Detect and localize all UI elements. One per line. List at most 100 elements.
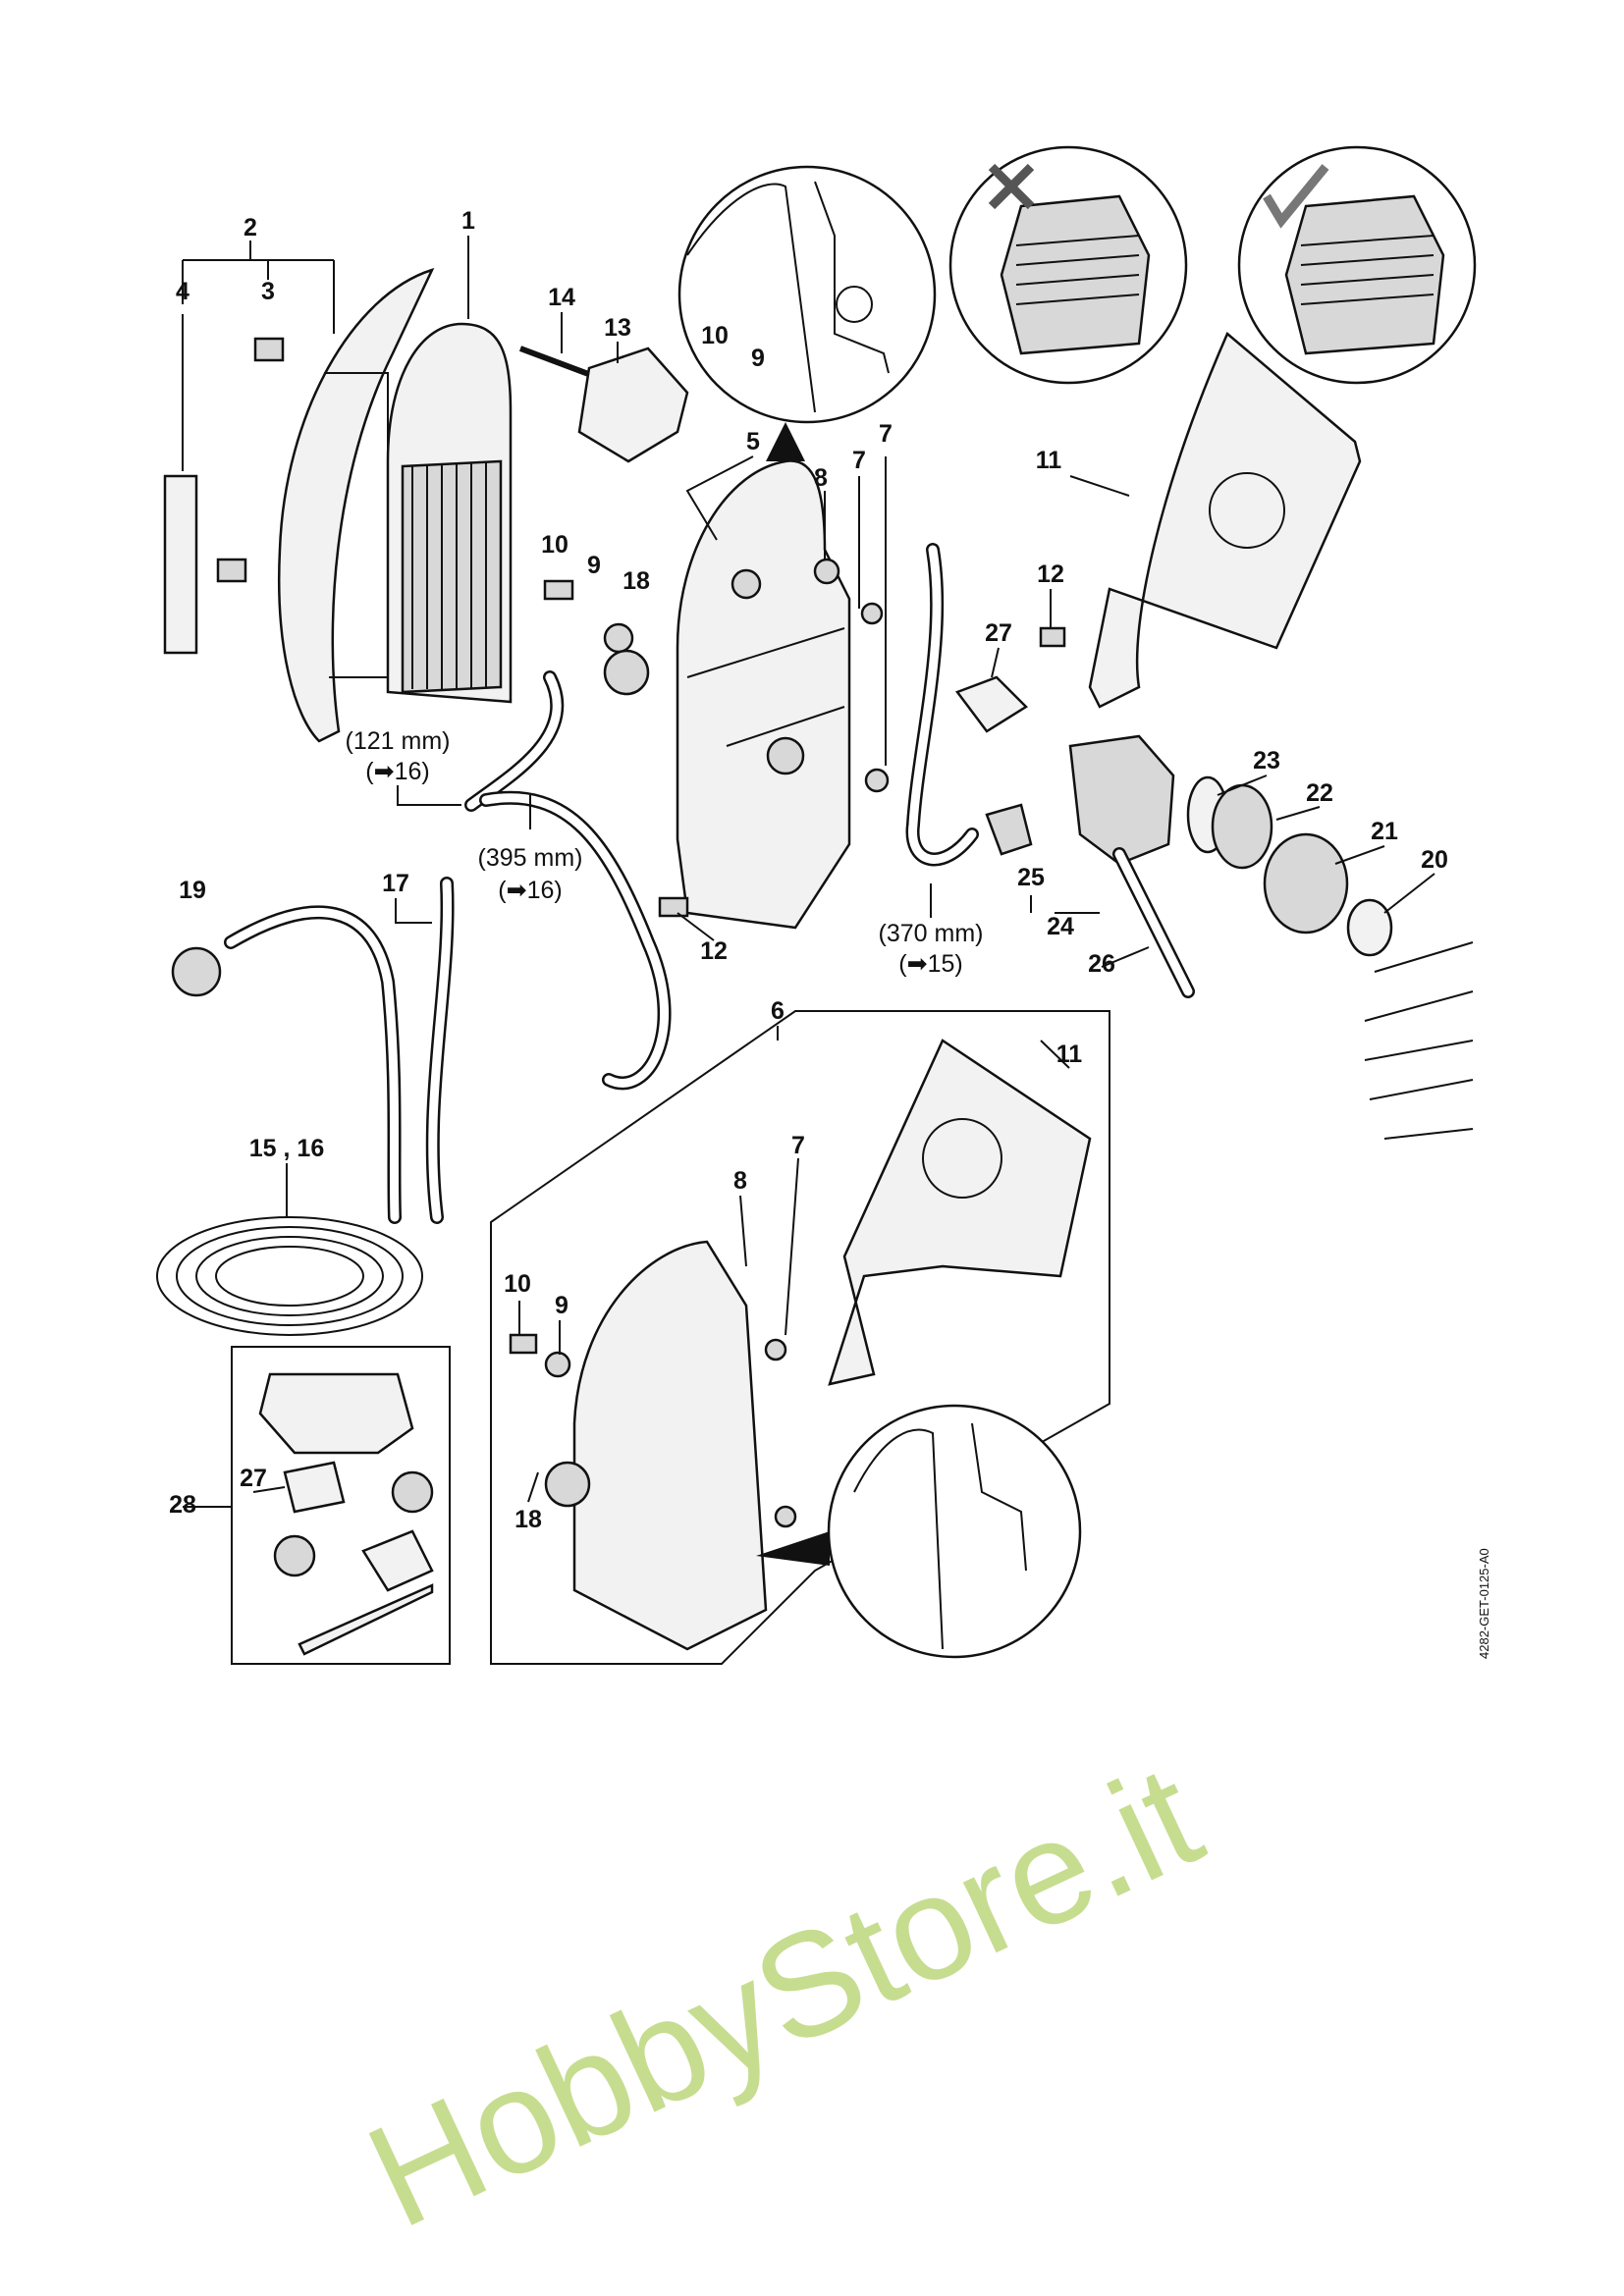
callout-7: 7 [791, 1132, 805, 1159]
screw-10 [543, 579, 574, 601]
watermark: HobbyStore.it [345, 1733, 1223, 2259]
screw-3b [216, 558, 247, 583]
callout-28: 28 [169, 1491, 196, 1519]
callout-23: 23 [1253, 747, 1280, 774]
callout-15-16: 15 , 16 [249, 1135, 324, 1162]
sleeve-7 [860, 602, 884, 625]
tool-strip [298, 1583, 434, 1656]
grommet-9b [544, 1351, 571, 1378]
flange-22 [1211, 783, 1273, 870]
hose-coil [156, 1216, 423, 1336]
gasket-set-cover [258, 1372, 414, 1455]
purge-pump-18b [544, 1461, 591, 1508]
gasket-27 [954, 675, 1028, 733]
drawing-code: 4282-GET-0125-A0 [1477, 1548, 1491, 1659]
callout-4: 4 [176, 278, 189, 305]
callout-12: 12 [700, 937, 728, 965]
callout-12: 12 [1037, 561, 1064, 588]
callout-18: 18 [623, 567, 650, 595]
carburetor-box-b [572, 1240, 768, 1651]
detail-circle-bottom [756, 1404, 1082, 1659]
screw-12b [1039, 626, 1066, 648]
callout-7: 7 [879, 420, 893, 448]
callout-20: 20 [1421, 846, 1448, 874]
hose-395 [481, 793, 669, 1088]
screw-14 [518, 346, 601, 381]
hose-17a [226, 908, 400, 1222]
gasket-flange [361, 1529, 434, 1592]
hose-121-ref: (➡16) [365, 758, 429, 785]
screw-10b [509, 1333, 538, 1355]
seal-ring [391, 1470, 434, 1514]
hose-121-length: (121 mm) [346, 727, 451, 755]
callout-6: 6 [771, 997, 785, 1025]
callout-8: 8 [733, 1167, 747, 1195]
purge-pump-19 [171, 946, 222, 997]
shroud-11b [828, 1039, 1092, 1386]
correct-check-icon [1263, 164, 1329, 229]
callout-27: 27 [240, 1465, 267, 1492]
lever-25 [985, 803, 1033, 856]
sleeve-7b [864, 768, 890, 793]
carburetor [1068, 734, 1175, 866]
hose-26 [1114, 849, 1193, 996]
callout-14: 14 [548, 284, 575, 311]
callout-27: 27 [985, 619, 1012, 647]
manifold-21 [1263, 832, 1349, 934]
callout-3: 3 [261, 278, 275, 305]
grommet-9 [603, 622, 634, 654]
detail-circle-correct [1237, 145, 1477, 385]
wrong-x-icon [988, 163, 1035, 210]
purge-pump-18 [603, 649, 650, 696]
hose-370-length: (370 mm) [879, 920, 984, 947]
callout-2: 2 [244, 214, 257, 241]
callout-18: 18 [514, 1506, 542, 1533]
screw-3 [253, 337, 285, 362]
callout-21: 21 [1371, 818, 1398, 845]
hose-370 [908, 545, 977, 864]
hose-17b [428, 879, 453, 1222]
nut-8 [813, 558, 840, 585]
gasket-set-box [231, 1346, 451, 1665]
hose-395-ref: (➡16) [498, 877, 562, 904]
callout-10: 10 [541, 531, 568, 559]
callout-26: 26 [1088, 950, 1115, 978]
callout-labels: 1 2 3 4 5 6 7 7 7 8 8 9 9 9 10 10 10 11 … [169, 207, 1491, 1659]
carburetor-box [676, 459, 851, 930]
callout-25: 25 [1017, 864, 1045, 891]
clamp-20 [1346, 898, 1393, 957]
sleeve-7c [764, 1338, 787, 1362]
callout-9: 9 [587, 552, 601, 579]
hose-395-length: (395 mm) [478, 844, 583, 872]
callout-13: 13 [604, 314, 631, 342]
callout-10: 10 [701, 322, 729, 349]
callout-11: 11 [1056, 1041, 1083, 1068]
air-filter-cover [163, 267, 435, 743]
callout-1: 1 [461, 207, 475, 235]
callout-11: 11 [1036, 447, 1062, 474]
label-sticker-4 [163, 474, 198, 655]
air-filter [386, 322, 513, 704]
screw-12 [658, 896, 689, 918]
callout-17: 17 [382, 870, 409, 897]
callout-10: 10 [504, 1270, 531, 1298]
sleeve-7d [774, 1505, 797, 1528]
gasket-27b [283, 1461, 346, 1514]
callout-5: 5 [746, 428, 760, 455]
hose-370-ref: (➡15) [898, 950, 962, 978]
callout-22: 22 [1306, 779, 1333, 807]
callout-19: 19 [179, 877, 206, 904]
detail-circle-top [677, 165, 937, 461]
detail-circle-wrong [948, 145, 1188, 385]
callout-8: 8 [814, 464, 828, 492]
bracket-13 [577, 347, 689, 463]
callout-9: 9 [555, 1292, 568, 1319]
callout-7: 7 [852, 447, 866, 474]
callout-24: 24 [1047, 913, 1074, 940]
callout-9: 9 [751, 345, 765, 372]
shroud-11 [1088, 331, 1362, 709]
leader-lines [182, 236, 1435, 1508]
seal-ring-b [273, 1534, 316, 1577]
engine-cylinder [1364, 941, 1474, 1140]
